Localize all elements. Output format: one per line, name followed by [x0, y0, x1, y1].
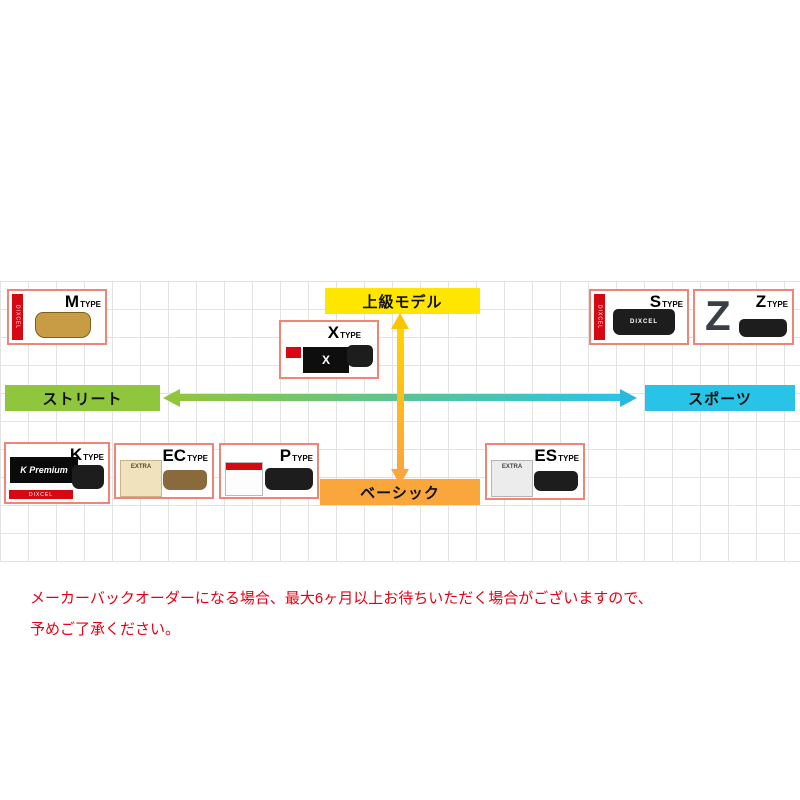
axis-label-basic: ベーシック	[320, 479, 480, 505]
dixcel-logo-strip: DIXCEL	[12, 294, 23, 340]
type-letter: ES	[534, 446, 558, 465]
dixcel-logo-strip: DIXCEL	[594, 294, 605, 340]
product-type-label: STYPE	[650, 292, 683, 312]
product-card-es-type: ESTYPE EXTRA	[485, 443, 585, 500]
type-letter: Z	[755, 292, 767, 311]
type-letter: P	[279, 446, 292, 465]
vertical-axis-arrow	[397, 328, 404, 470]
brake-pad-image	[35, 312, 91, 338]
type-letter: M	[64, 292, 80, 311]
type-suffix: TYPE	[83, 453, 104, 462]
backorder-notice-line1: メーカーバックオーダーになる場合、最大6ヶ月以上お待ちいただく場合がございますの…	[30, 590, 653, 607]
backorder-notice: メーカーバックオーダーになる場合、最大6ヶ月以上お待ちいただく場合がございますの…	[30, 583, 653, 645]
product-card-k-type: KTYPE K Premium DIXCEL	[4, 442, 110, 504]
product-type-label: KTYPE	[70, 445, 104, 465]
axis-label-sport: スポーツ	[645, 385, 795, 411]
dixcel-logo-strip: DIXCEL	[9, 490, 73, 499]
type-suffix: TYPE	[558, 454, 579, 463]
type-suffix: TYPE	[340, 331, 361, 340]
product-card-ec-type: ECTYPE EXTRA	[114, 443, 214, 499]
product-type-label: MTYPE	[65, 292, 101, 312]
arrowhead-left-icon	[163, 389, 180, 407]
product-type-label: XTYPE	[328, 323, 361, 343]
brake-pad-image	[163, 470, 207, 490]
axis-label-premium: 上級モデル	[325, 288, 480, 314]
product-card-s-type: STYPE DIXCEL DIXCEL	[589, 289, 689, 345]
type-suffix: TYPE	[292, 454, 313, 463]
product-card-m-type: MTYPE DIXCEL	[7, 289, 107, 345]
type-suffix: TYPE	[662, 300, 683, 309]
background-letter: Z	[705, 292, 731, 339]
type-letter: K	[69, 445, 83, 464]
type-suffix: TYPE	[187, 454, 208, 463]
package-box-image: K Premium	[10, 457, 78, 483]
brake-pad-image	[72, 465, 104, 489]
brake-pad-image	[534, 471, 578, 491]
dixcel-logo-tag	[286, 347, 301, 358]
type-letter: X	[327, 323, 340, 342]
package-box-image: X	[303, 347, 349, 373]
package-box-image: EXTRA	[120, 460, 162, 497]
package-box-image: EXTRA	[491, 460, 533, 497]
product-type-label: ZTYPE	[756, 292, 788, 312]
backorder-notice-line2: 予めご了承ください。	[30, 621, 181, 638]
brake-pad-image	[347, 345, 373, 367]
product-card-p-type: PTYPE	[219, 443, 319, 499]
brake-pad-image	[739, 319, 787, 337]
product-card-z-type: ZTYPE Z	[693, 289, 794, 345]
arrowhead-right-icon	[620, 389, 637, 407]
axis-label-street: ストリート	[5, 385, 160, 411]
product-type-label: ESTYPE	[534, 446, 579, 466]
type-suffix: TYPE	[80, 300, 101, 309]
product-type-label: PTYPE	[280, 446, 313, 466]
product-card-x-type: XTYPE X	[279, 320, 379, 379]
arrowhead-up-icon	[391, 313, 409, 329]
type-suffix: TYPE	[767, 300, 788, 309]
brake-pad-image	[265, 468, 313, 490]
brake-pad-image: DIXCEL	[613, 309, 675, 335]
product-type-label: ECTYPE	[162, 446, 208, 466]
type-letter: S	[649, 292, 662, 311]
package-box-image	[225, 462, 263, 496]
type-letter: EC	[162, 446, 187, 465]
